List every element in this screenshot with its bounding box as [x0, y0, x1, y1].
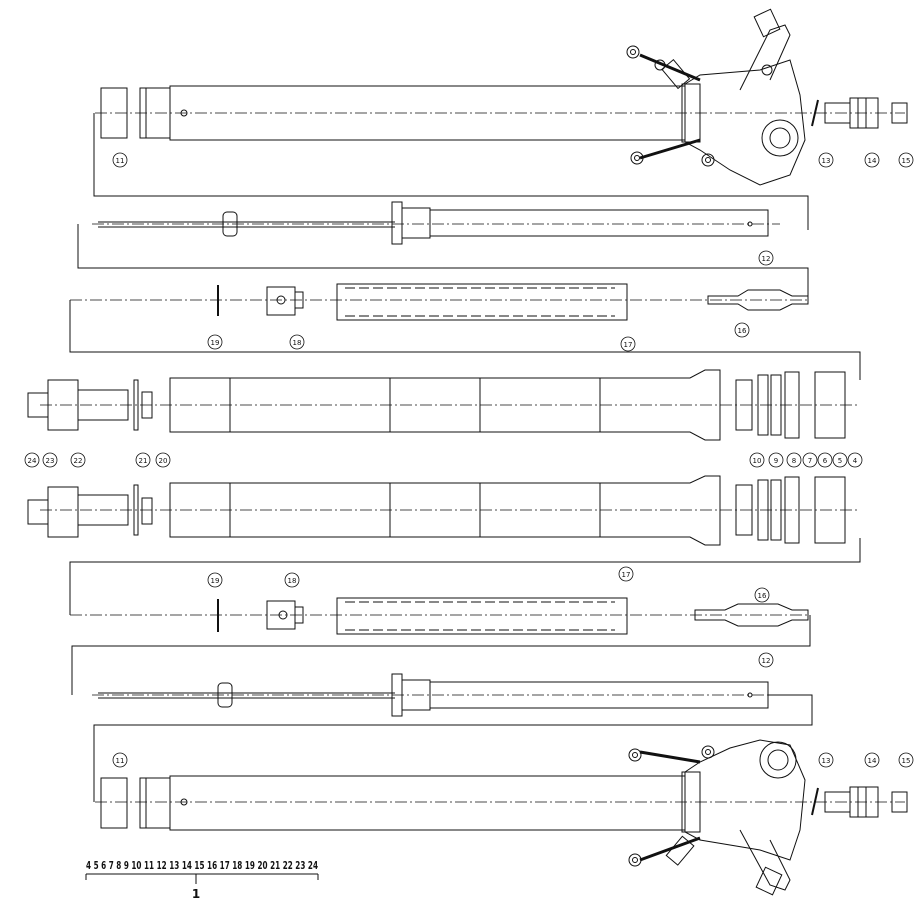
- bottom-damper-rod-group: [92, 673, 813, 802]
- callout-19-bottom: 19: [211, 577, 220, 585]
- callout-18-bottom: 18: [288, 577, 297, 585]
- top-spring: [336, 283, 628, 321]
- top-dust-seal: [100, 87, 128, 139]
- lower-stanchion-group: [27, 475, 861, 615]
- callout-11-top: 11: [116, 157, 125, 165]
- top-spring-preload: [707, 289, 809, 311]
- callout-12-bottom: 12: [762, 657, 771, 665]
- callout-22: 22: [74, 457, 83, 465]
- top-lower-leg-group: [93, 8, 908, 230]
- bottom-dropout-lug: [684, 739, 806, 861]
- legend-numbers: 4 5 6 7 8 9 10 11 12 13 14 15 16 17 18 1…: [86, 859, 318, 872]
- bottom-spring: [336, 597, 628, 635]
- callout-13-bottom: 13: [822, 757, 831, 765]
- bottom-spring-preload: [694, 603, 809, 627]
- top-lower-tube: [169, 85, 686, 141]
- bottom-dust-seal: [100, 777, 128, 829]
- callout-9: 9: [774, 457, 778, 465]
- callout-23: 23: [46, 457, 55, 465]
- assembly-legend: 4 5 6 7 8 9 10 11 12 13 14 15 16 17 18 1…: [85, 859, 319, 901]
- callout-17-bottom: 17: [622, 571, 631, 579]
- upper-stanchion-group: [27, 369, 860, 441]
- legend-assembly-number: 1: [192, 887, 200, 901]
- callout-19-top: 19: [211, 339, 220, 347]
- callout-18-top: 18: [293, 339, 302, 347]
- upper-stanchion-tube: [169, 369, 721, 441]
- callouts: 11 13 14 15 12 19 18 17 16 24 23 22 21 2…: [24, 152, 914, 768]
- callout-5: 5: [838, 457, 842, 465]
- callout-14-bottom: 14: [868, 757, 877, 765]
- bottom-lower-tube: [169, 775, 686, 831]
- callout-11-bottom: 11: [116, 757, 125, 765]
- top-damper-tube: [429, 209, 769, 237]
- callout-16-bottom: 16: [758, 592, 767, 600]
- top-spring-group: [69, 283, 861, 380]
- lower-stanchion-tube: [169, 475, 721, 546]
- callout-10: 10: [753, 457, 762, 465]
- callout-15-top: 15: [902, 157, 911, 165]
- bottom-lower-leg-group: [95, 739, 908, 896]
- top-damper-rod-group: [77, 201, 809, 300]
- top-dropout-lug: [684, 59, 806, 186]
- bottom-spring-group: [70, 597, 811, 695]
- callout-6: 6: [823, 457, 828, 465]
- callout-20: 20: [159, 457, 168, 465]
- callout-12-top: 12: [762, 255, 771, 263]
- callout-15-bottom: 15: [902, 757, 911, 765]
- callout-17-top: 17: [624, 341, 633, 349]
- callout-21: 21: [139, 457, 148, 465]
- callout-24: 24: [28, 457, 37, 465]
- callout-4: 4: [853, 457, 858, 465]
- callout-14-top: 14: [868, 157, 877, 165]
- callout-8: 8: [792, 457, 796, 465]
- callout-7: 7: [808, 457, 812, 465]
- callout-13-top: 13: [822, 157, 831, 165]
- callout-16-top: 16: [738, 327, 747, 335]
